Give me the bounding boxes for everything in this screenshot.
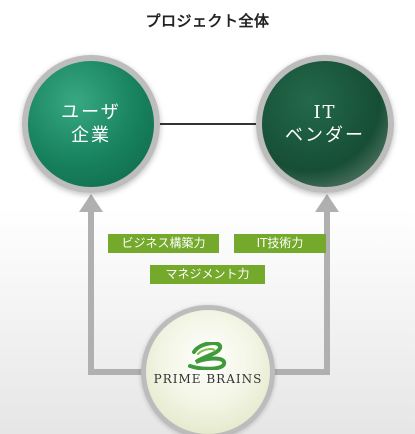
brand-name: PRIME BRAINS (153, 372, 263, 386)
skill-tag-management: マネジメント力 (150, 265, 265, 284)
left-arrowhead (79, 194, 103, 212)
user-company-circle: ユーザ 企業 (22, 55, 160, 193)
user-company-label-line2: 企業 (71, 125, 111, 146)
left-connector (88, 208, 148, 375)
skill-tag-business: ビジネス構築力 (108, 234, 219, 253)
it-vendor-label-line1: IT (313, 101, 337, 123)
right-connector (268, 208, 330, 375)
user-company-label-line1: ユーザ (61, 101, 121, 123)
it-vendor-circle: IT ベンダー (256, 55, 394, 193)
skill-tag-it-tech: IT技術力 (234, 234, 326, 253)
prime-brains-circle: PRIME BRAINS (141, 305, 275, 434)
it-vendor-label-line2: ベンダー (285, 125, 365, 146)
diagram-title: プロジェクト全体 (145, 12, 270, 30)
double-swoosh-logo-icon (188, 342, 226, 370)
right-arrowhead (315, 194, 339, 212)
